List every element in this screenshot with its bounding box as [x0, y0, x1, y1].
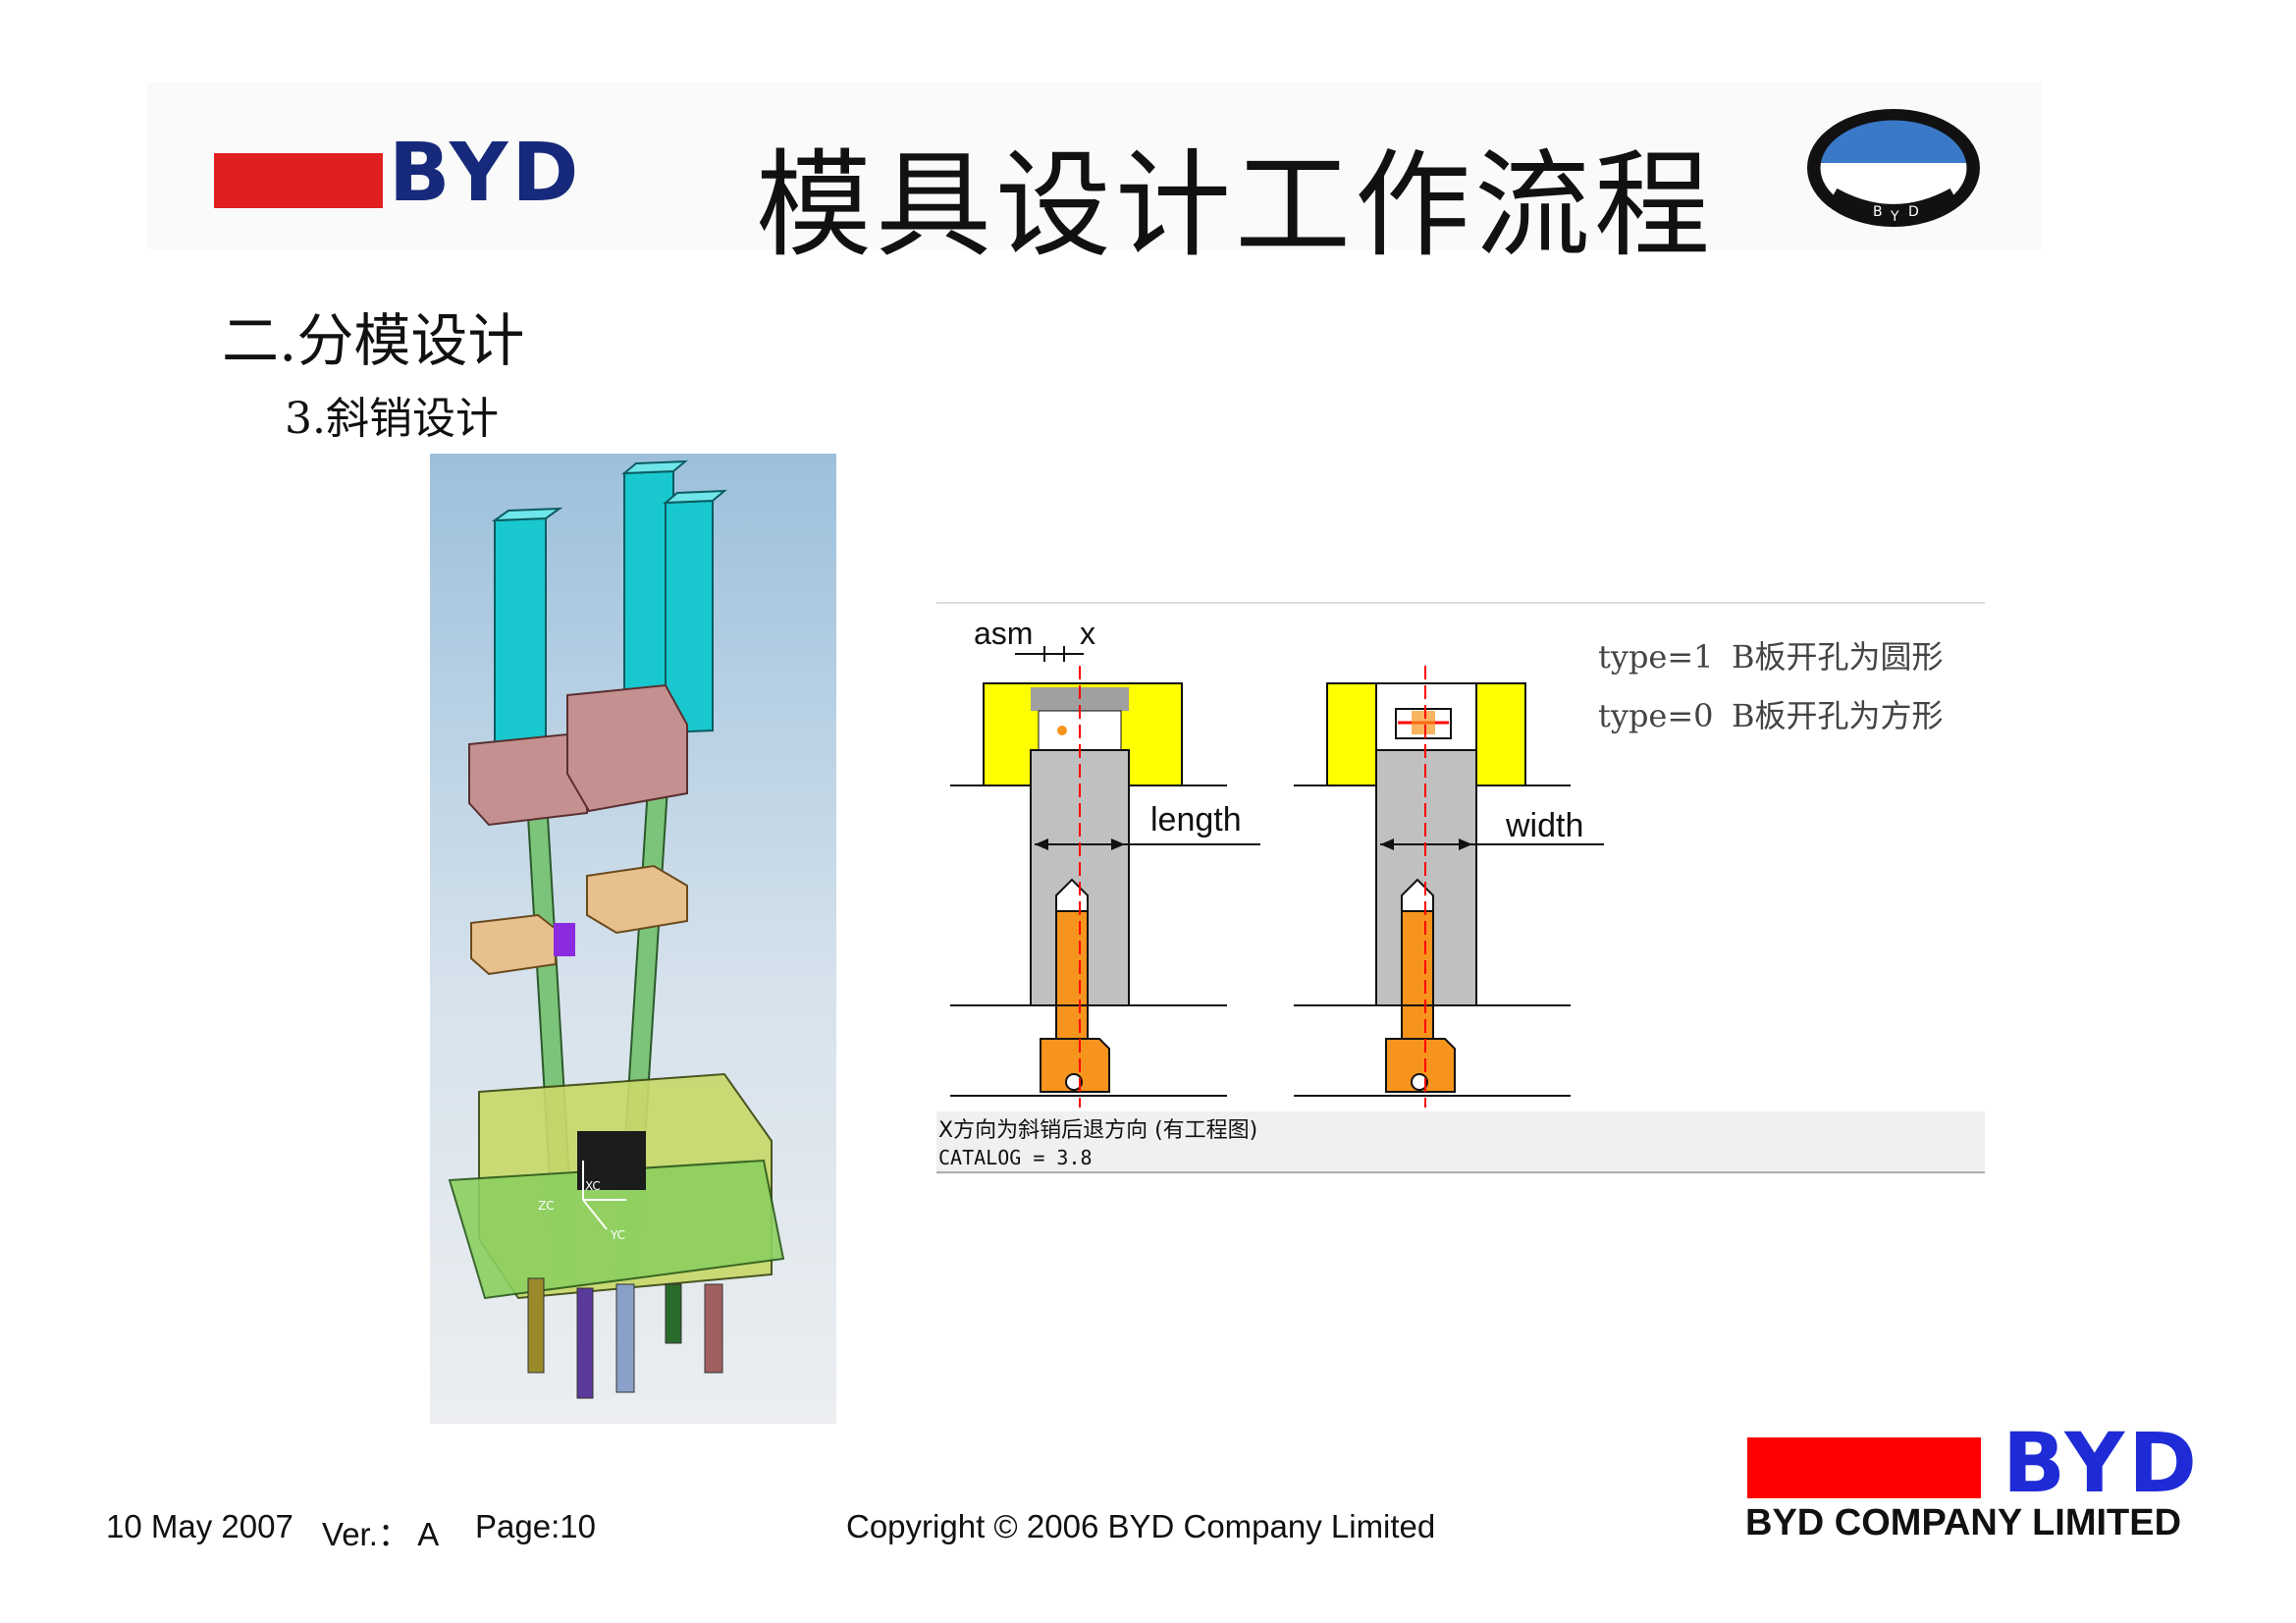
footer-page: Page:10	[475, 1508, 596, 1544]
emblem-letter-y: Y	[1890, 209, 1899, 225]
type-row-1-key: type=1	[1598, 638, 1714, 676]
label-asm: asm	[974, 616, 1033, 651]
logo-bar-left	[214, 153, 383, 208]
footer-version: Ver.： A	[322, 1516, 440, 1552]
type-row-2-desc: B板开孔为方形	[1732, 697, 1944, 734]
logo-text-left: BYD	[389, 127, 583, 220]
page-title: 模具设计工作流程	[756, 137, 1715, 273]
label-x: x	[1080, 616, 1095, 651]
subsection-heading: 3.斜销设计	[285, 394, 499, 444]
type-row-2-key: type=0	[1598, 697, 1714, 734]
footer-copyright: Copyright © 2006 BYD Company Limited	[846, 1508, 1436, 1544]
logo-bar-right	[1747, 1437, 1981, 1498]
caption-catalog: CATALOG = 3.8	[938, 1146, 1093, 1169]
emblem-letter-b: B	[1873, 204, 1883, 220]
axis-yc-label: YC	[610, 1228, 625, 1242]
caption-direction: X方向为斜销后退方向 (有工程图)	[938, 1118, 1257, 1143]
lifter-3d-model: XC YC ZC	[430, 454, 836, 1424]
company-name: BYD COMPANY LIMITED	[1745, 1502, 2182, 1543]
footer-date: 10 May 2007	[106, 1508, 294, 1544]
byd-emblem-icon: B Y D	[1807, 109, 1980, 227]
type-row-1-desc: B板开孔为圆形	[1732, 638, 1944, 676]
header-band	[147, 82, 2042, 249]
axis-xc-label: XC	[585, 1179, 601, 1193]
section-heading: 二.分模设计	[222, 307, 525, 374]
label-length: length	[1150, 801, 1242, 839]
label-width: width	[1505, 807, 1583, 844]
logo-text-right: BYD	[2002, 1415, 2201, 1511]
emblem-letter-d: D	[1908, 204, 1919, 220]
axis-zc-label: ZC	[538, 1199, 555, 1213]
lifter-dimension-diagram: asm x length width type=1 B板开孔为圆形 type=0…	[936, 601, 1985, 1174]
